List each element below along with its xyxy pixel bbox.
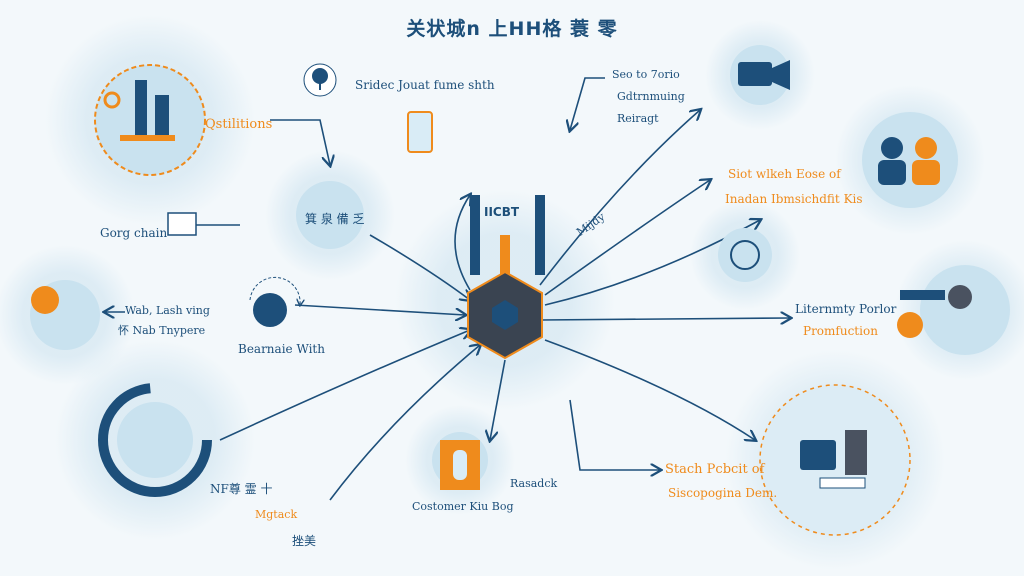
label-left-1: Wab, Lash ving — [125, 304, 210, 317]
label-right-mid-1: Liternmty Porlor — [795, 302, 897, 316]
tower-icon — [470, 195, 545, 275]
label-top-right-2: Gdtrnmuing — [617, 90, 685, 103]
label-bottom-left-c: 挫美 — [292, 534, 317, 548]
label-center: IICBT — [484, 205, 520, 219]
label-bottom-right-2: Siscopogina Dem. — [668, 486, 778, 500]
label-bottom-left-a: NF尊 霊 十 — [210, 482, 273, 496]
label-mid-circle: 箕 泉 備 乏 — [305, 212, 365, 226]
globe-icon — [730, 240, 760, 270]
building-icon — [120, 80, 175, 141]
label-people-1: Siot wlkeh Eose of — [728, 167, 841, 181]
tool-icon — [900, 285, 972, 309]
people-icon — [878, 137, 940, 185]
cycle-icon — [249, 276, 300, 305]
label-top-right-3: Reiragt — [617, 112, 659, 125]
gear-icon — [103, 91, 121, 109]
chat-icon — [167, 212, 197, 236]
page-title: 关状城n 上HH格 蓑 零 — [406, 18, 618, 40]
label-qstilitions: Qstilitions — [205, 117, 273, 132]
camera-icon — [738, 60, 790, 90]
document-icon — [440, 440, 480, 490]
label-cycle: Bearnaie With — [238, 342, 325, 356]
label-people-2: Inadan Ibmsichdfit Kis — [725, 192, 863, 206]
label-left-2: 怀 Nab Tnypere — [118, 324, 206, 337]
label-top-right-1: Seo to 7orio — [612, 68, 680, 81]
label-bottom-center-side: Rasadck — [510, 477, 558, 490]
label-bottom-center: Costomer Kiu Bog — [412, 500, 514, 513]
label-bottom-left-b: Mgtack — [255, 508, 298, 521]
tree-icon — [312, 68, 328, 90]
label-bottom-right-1: Stach Pcbcit of — [665, 462, 765, 477]
phone-icon — [407, 111, 433, 153]
hexagon-hub-icon — [467, 270, 543, 360]
label-right-mid-2: Promfuction — [803, 324, 878, 338]
label-tree: Sridec Jouat fume shth — [355, 78, 495, 92]
machine-icon — [800, 430, 867, 489]
label-gorg-chain: Gorg chain — [100, 226, 168, 240]
connectors — [105, 77, 790, 501]
